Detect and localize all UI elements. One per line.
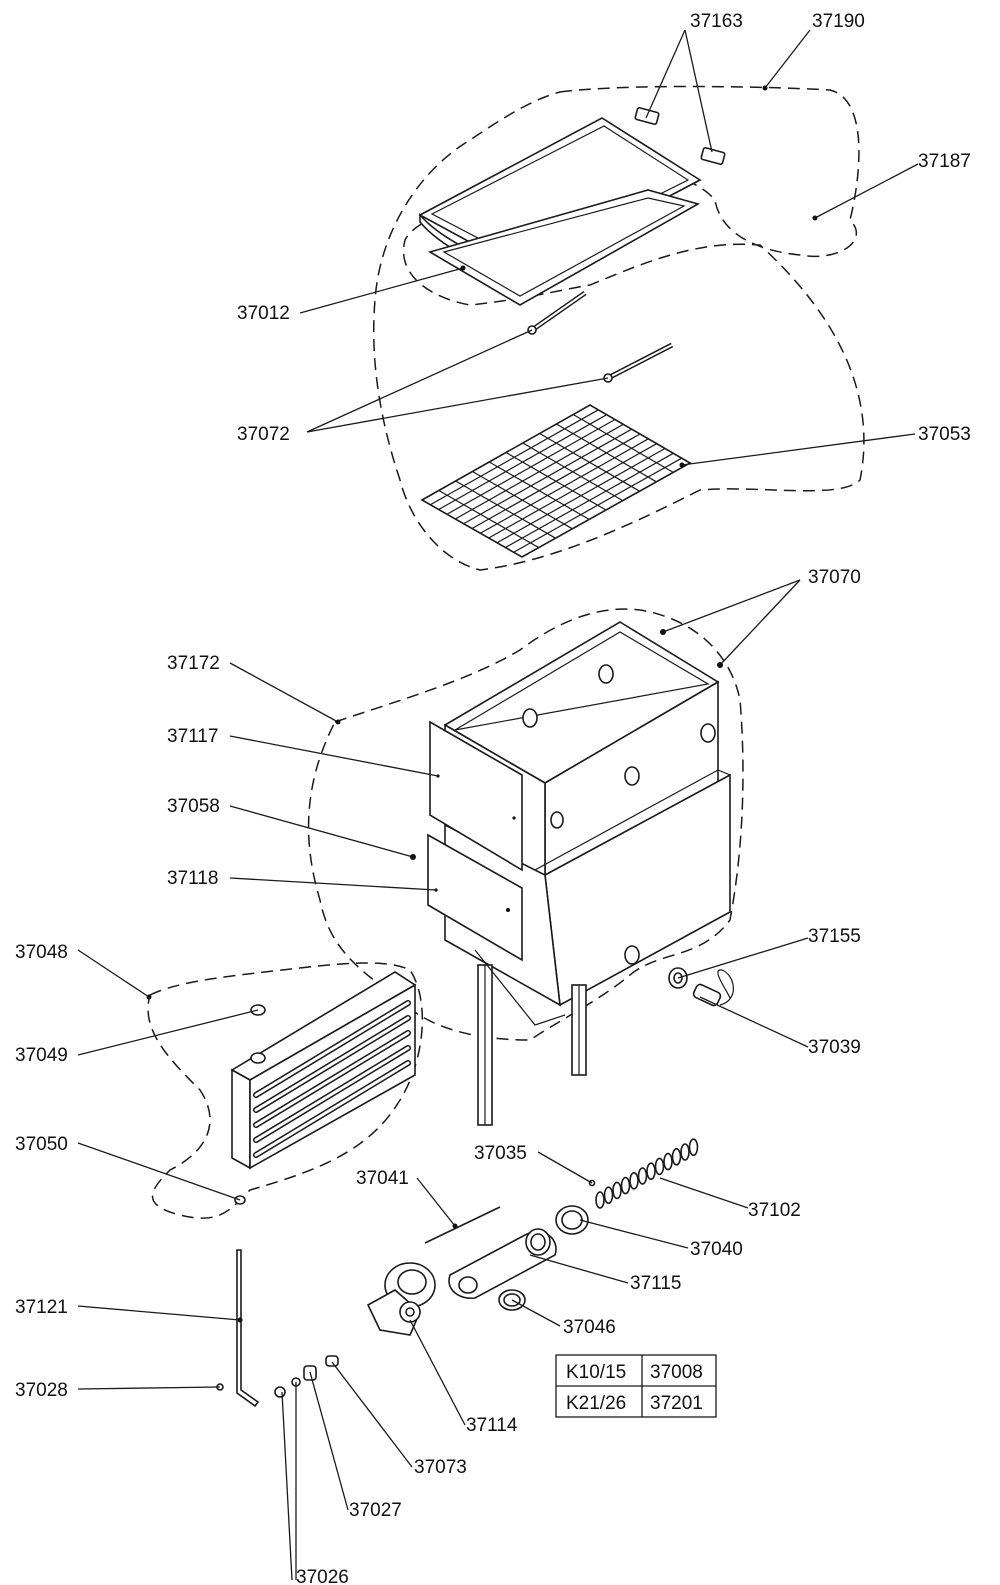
clip-right bbox=[700, 147, 726, 165]
grid-wire bbox=[472, 470, 573, 530]
auger-coil bbox=[671, 1148, 682, 1166]
group-outline-heating-panel bbox=[147, 962, 424, 1219]
auger-coil bbox=[603, 1186, 614, 1204]
auger-coil bbox=[646, 1162, 656, 1180]
motor-gearbox bbox=[366, 1262, 436, 1336]
callout-37172: 37172 bbox=[167, 653, 220, 674]
callout-37102: 37102 bbox=[748, 1200, 801, 1221]
table-part-1: 37008 bbox=[650, 1362, 703, 1383]
callout-37053: 37053 bbox=[918, 424, 971, 445]
group-outline-lid-assembly bbox=[373, 85, 865, 571]
grid-wire bbox=[572, 413, 674, 473]
callout-labels: 37163 37190 37187 37012 37072 37053 3707… bbox=[15, 11, 971, 1585]
callout-37026: 37026 bbox=[296, 1567, 349, 1585]
sealing-ring bbox=[555, 1205, 589, 1235]
screw-conveyor bbox=[595, 1138, 699, 1209]
auger-coil bbox=[620, 1176, 631, 1195]
gas-strut-lower bbox=[603, 342, 674, 383]
side-panel-lower bbox=[427, 833, 523, 962]
callout-37048: 37048 bbox=[15, 942, 68, 963]
heater-rib-highlight bbox=[254, 1031, 410, 1127]
callout-37040: 37040 bbox=[690, 1239, 743, 1260]
grid-wire bbox=[522, 442, 624, 502]
callout-37117: 37117 bbox=[167, 726, 218, 747]
grid-wire bbox=[438, 489, 540, 549]
callout-37155: 37155 bbox=[808, 926, 861, 947]
leader-lines bbox=[77, 29, 919, 1581]
gas-strut-upper bbox=[527, 290, 587, 335]
table-part-2: 37201 bbox=[650, 1393, 703, 1414]
callout-37115: 37115 bbox=[630, 1273, 681, 1294]
drain-fitting bbox=[668, 967, 734, 1007]
callout-37027: 37027 bbox=[349, 1500, 402, 1521]
heater-rib-highlight bbox=[254, 1016, 410, 1112]
callout-37046: 37046 bbox=[563, 1317, 616, 1338]
heater-rib-highlight bbox=[254, 1046, 410, 1142]
callout-37058: 37058 bbox=[167, 796, 220, 817]
callout-37121: 37121 bbox=[15, 1297, 68, 1318]
grid-wire bbox=[488, 461, 590, 520]
grid-wire bbox=[539, 432, 640, 492]
callout-37041: 37041 bbox=[356, 1168, 409, 1189]
callout-37163: 37163 bbox=[690, 11, 743, 32]
callout-37039: 37039 bbox=[808, 1037, 861, 1058]
callout-37070: 37070 bbox=[808, 567, 861, 588]
callout-37118: 37118 bbox=[167, 868, 218, 889]
auger-coil bbox=[637, 1167, 648, 1185]
leader-dots bbox=[146, 85, 818, 1323]
heater-rib-highlight bbox=[254, 1001, 410, 1097]
callout-37073: 37073 bbox=[414, 1457, 467, 1478]
callout-37114: 37114 bbox=[466, 1415, 518, 1436]
wire-grid bbox=[420, 404, 692, 558]
auger-coil bbox=[595, 1191, 605, 1209]
callout-37012: 37012 bbox=[237, 303, 290, 324]
lid-seal-frame bbox=[427, 189, 701, 306]
drain-pipe bbox=[236, 1249, 260, 1408]
auger-coil bbox=[688, 1138, 699, 1156]
callout-37028: 37028 bbox=[15, 1380, 68, 1401]
heating-panel bbox=[230, 971, 417, 1205]
model-part-table: K10/15 37008 K21/26 37201 bbox=[555, 1354, 717, 1418]
pump-housing bbox=[448, 1228, 557, 1300]
callout-37072: 37072 bbox=[237, 424, 290, 445]
callout-37049: 37049 bbox=[15, 1045, 68, 1066]
auger-coil bbox=[612, 1181, 622, 1200]
auger-coil bbox=[663, 1152, 673, 1171]
callout-37050: 37050 bbox=[15, 1134, 68, 1155]
grid-wire bbox=[455, 480, 556, 539]
auger-coil bbox=[629, 1172, 639, 1190]
rod bbox=[424, 1206, 501, 1244]
callout-37187: 37187 bbox=[918, 151, 971, 172]
group-outline-tank-assembly bbox=[307, 608, 744, 1041]
auger-coil bbox=[654, 1157, 665, 1176]
callout-37035: 37035 bbox=[474, 1143, 527, 1164]
table-model-2: K21/26 bbox=[566, 1393, 626, 1414]
grid-wire bbox=[556, 423, 657, 483]
heater-rib-highlight bbox=[254, 1061, 410, 1157]
table-model-1: K10/15 bbox=[566, 1362, 626, 1383]
auger-coil bbox=[680, 1143, 690, 1161]
grid-wire bbox=[505, 451, 607, 511]
callout-37190: 37190 bbox=[812, 11, 865, 32]
